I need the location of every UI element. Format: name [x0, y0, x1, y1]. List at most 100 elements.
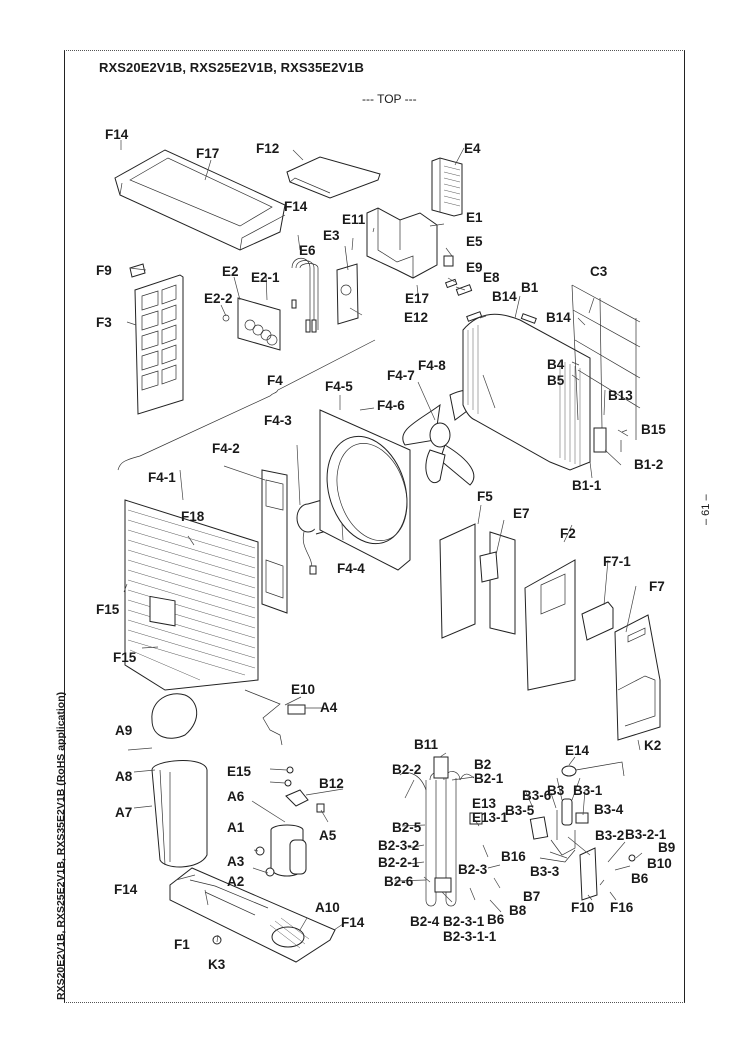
label-e3: E3 [323, 228, 340, 243]
label-a8: A8 [115, 769, 133, 784]
label-b3: B3 [547, 783, 565, 798]
label-f14-base-right: F14 [341, 915, 365, 930]
part-b3-5 [529, 816, 549, 840]
part-b9 [628, 854, 636, 862]
compressor-a1 [270, 824, 307, 877]
harness-e10 [244, 689, 283, 746]
label-b3-3: B3-3 [530, 864, 560, 879]
label-c3: C3 [590, 264, 608, 279]
bracket-f4-2 [261, 469, 288, 614]
label-f4: F4 [267, 373, 283, 388]
label-f2: F2 [560, 526, 576, 541]
label-b9: B9 [658, 840, 675, 855]
heat-sink-e4 [431, 157, 463, 217]
label-b6-right: B6 [631, 871, 649, 886]
part-e13 [469, 812, 483, 825]
label-e1: E1 [466, 210, 483, 225]
label-e15: E15 [227, 764, 252, 779]
label-f7-1: F7-1 [603, 554, 631, 569]
label-b1-2: B1-2 [634, 457, 663, 472]
label-b2-3-2: B2-3-2 [378, 838, 419, 853]
insulation-a7-a8 [151, 760, 208, 868]
side-panel-f3 [134, 274, 184, 415]
side-panel-f5 [439, 523, 516, 639]
label-e9: E9 [466, 260, 483, 275]
label-b2-6: B2-6 [384, 874, 414, 889]
label-b4: B4 [547, 357, 565, 372]
label-b12: B12 [319, 776, 344, 791]
label-b1-1: B1-1 [572, 478, 602, 493]
label-b6-left: B6 [487, 912, 505, 927]
label-f15-upper: F15 [96, 602, 120, 617]
label-b10: B10 [647, 856, 672, 871]
label-e5: E5 [466, 234, 483, 249]
partition-plate-f2 [524, 559, 576, 691]
label-f15-lower: F15 [113, 650, 137, 665]
document-title: RXS20E2V1B, RXS25E2V1B, RXS35E2V1B [99, 60, 364, 75]
harness-e6 [291, 257, 319, 333]
label-k3: K3 [208, 957, 226, 972]
label-f12: F12 [256, 141, 279, 156]
label-f4-6: F4-6 [377, 398, 405, 413]
muffler-b11 [433, 756, 449, 779]
label-b11: B11 [414, 737, 439, 752]
label-a3: A3 [227, 854, 245, 869]
cover-f12 [286, 156, 381, 199]
part-a5 [316, 803, 325, 813]
drawing-frame [64, 50, 685, 1003]
label-b3-2: B3-2 [595, 828, 624, 843]
label-f4-5: F4-5 [325, 379, 353, 394]
label-b3-4: B3-4 [594, 802, 624, 817]
switch-box-e1 [366, 207, 438, 279]
label-e17: E17 [405, 291, 429, 306]
label-k2: K2 [644, 738, 661, 753]
label-e12: E12 [404, 310, 428, 325]
label-b2-3-1-1: B2-3-1-1 [443, 929, 497, 944]
bottom-plate-f1 [169, 867, 336, 963]
part-labels: F14 F17 F12 E4 E1 E5 E9 E8 E11 E3 E6 E2 … [96, 127, 675, 972]
part-b14-a [466, 311, 483, 322]
label-e10: E10 [291, 682, 315, 697]
leader-lines [120, 140, 643, 943]
part-e5 [443, 255, 454, 267]
label-e8: E8 [483, 270, 500, 285]
label-f4-4: F4-4 [337, 561, 365, 576]
label-f14-base-left: F14 [114, 882, 138, 897]
label-f5: F5 [477, 489, 493, 504]
label-b14-left: B14 [492, 289, 517, 304]
part-b3-4 [575, 812, 589, 824]
label-f7: F7 [649, 579, 665, 594]
part-b14-b [520, 313, 537, 324]
label-a6: A6 [227, 789, 245, 804]
label-b2-2-1: B2-2-1 [378, 855, 420, 870]
label-a1: A1 [227, 820, 245, 835]
valve-assembly-b3 [539, 761, 625, 863]
label-e11: E11 [342, 212, 366, 227]
part-a6 [284, 779, 292, 787]
label-f17: F17 [196, 146, 219, 161]
label-f4-7: F4-7 [387, 368, 415, 383]
label-a5: A5 [319, 828, 337, 843]
label-f1: F1 [174, 937, 190, 952]
label-b16: B16 [501, 849, 526, 864]
label-e13-1: E13-1 [472, 810, 509, 825]
label-b2-3: B2-3 [458, 862, 488, 877]
cover-f7-1 [581, 601, 614, 641]
bracket-f10 [579, 847, 598, 901]
group-bracket-f4 [117, 339, 376, 471]
label-a9: A9 [115, 723, 132, 738]
part-e15 [286, 766, 294, 774]
pcb-e3 [336, 245, 359, 325]
top-plate-f17 [114, 149, 286, 251]
label-e13: E13 [472, 796, 497, 811]
label-e2-1: E2-1 [251, 270, 280, 285]
label-f10: F10 [571, 900, 594, 915]
wire-guard-c3 [571, 284, 641, 440]
heat-exchanger-b1 [462, 313, 591, 471]
label-b3-5: B3-5 [505, 803, 535, 818]
orientation-note: --- TOP --- [362, 92, 417, 106]
label-e7: E7 [513, 506, 530, 521]
part-a4 [287, 704, 306, 715]
label-b3-2-1: B3-2-1 [625, 827, 667, 842]
